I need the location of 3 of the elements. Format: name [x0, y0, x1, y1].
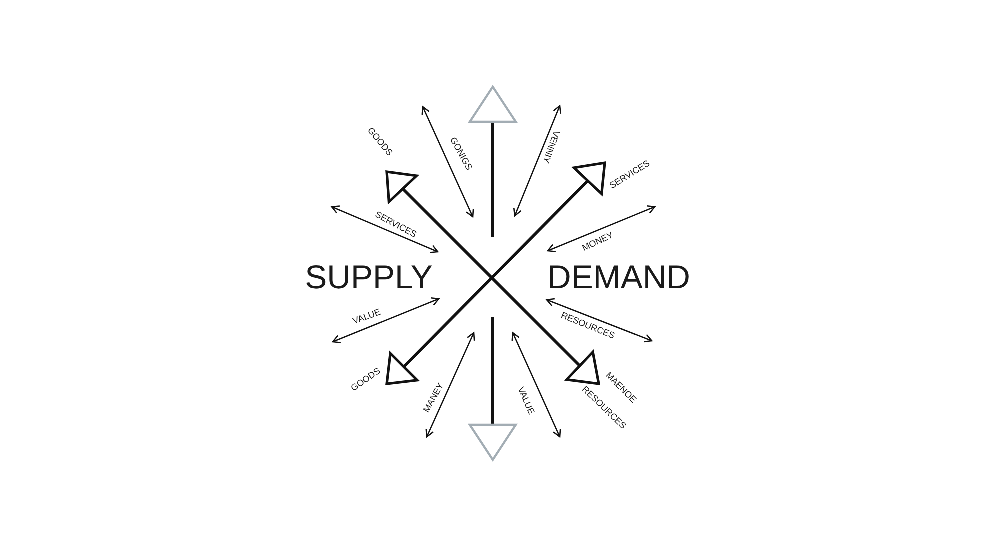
- main-label: DEMAND: [548, 260, 690, 294]
- main-label: SUPPLY: [305, 260, 433, 294]
- arrow-label: VALUE: [352, 308, 382, 326]
